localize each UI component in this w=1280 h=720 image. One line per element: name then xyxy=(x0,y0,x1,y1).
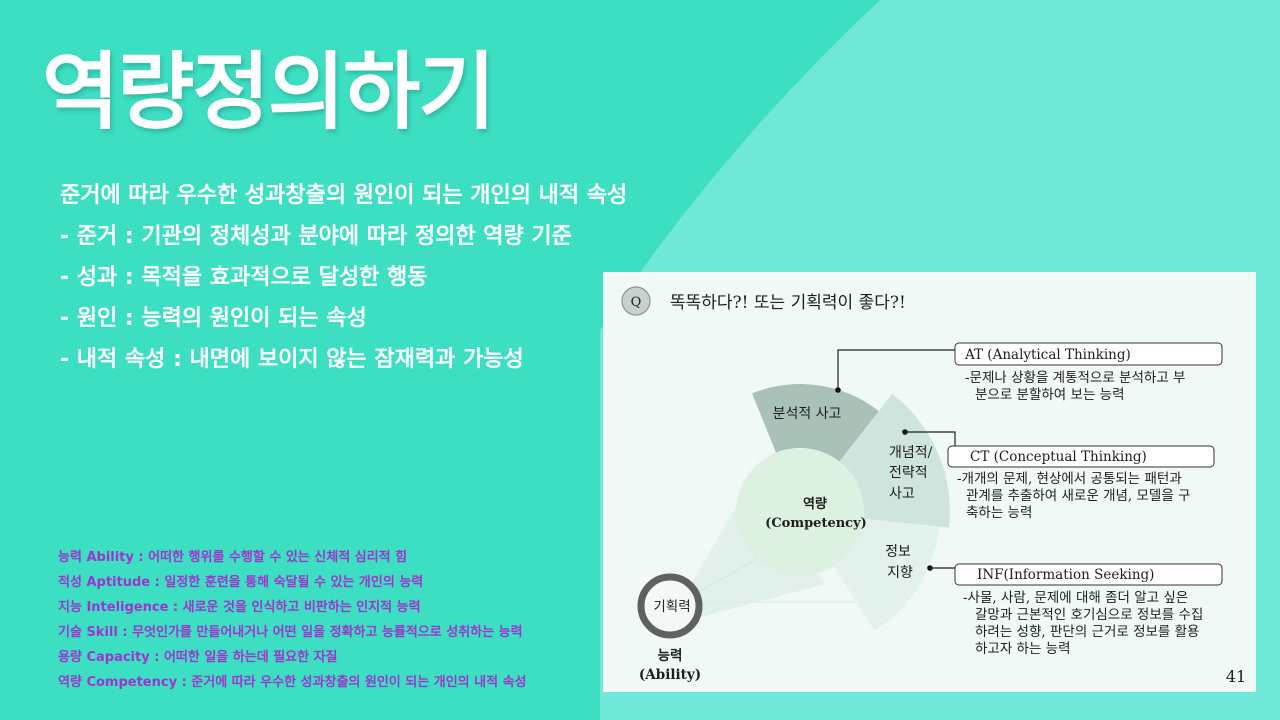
connector-analytical xyxy=(835,349,955,393)
callout-title: INF(Information Seeking) xyxy=(977,567,1154,583)
bullet-criterion: - 준거 : 기관의 정체성과 분야에 따라 정의한 역량 기준 xyxy=(60,224,572,249)
callout-description-line: 하려는 성향, 판단의 근거로 정보를 활용 xyxy=(975,624,1199,640)
question-header: Q 똑똑하다?! 또는 기획력이 좋다?! xyxy=(621,286,906,316)
glossary-item-capacity: 용량 Capacity : 어떠한 일을 하는데 필요한 자질 xyxy=(58,650,338,665)
glossary-item-aptitude: 적성 Aptitude : 일정한 훈련을 통해 숙달될 수 있는 개인의 능력 xyxy=(58,575,424,590)
segment-conceptual-label-line: 사고 xyxy=(889,486,915,502)
callout-analytical-thinking: AT (Analytical Thinking) -문제나 상황을 계통적으로 … xyxy=(954,342,1223,403)
segment-conceptual-label-line: 개념적/ xyxy=(889,445,933,461)
callout-description-line: 관계를 추출하여 새로운 개념, 모델을 구 xyxy=(966,488,1190,504)
glossary-item-intelligence: 지능 Inteligence : 새로운 것을 인식하고 비판하는 인지적 능력 xyxy=(58,600,421,615)
callout-title: CT (Conceptual Thinking) xyxy=(970,449,1147,465)
segment-analytical-thinking xyxy=(752,384,879,462)
ring-caption-english: (Ability) xyxy=(639,667,701,683)
glossary-item-skill: 기술 Skill : 무엇인가를 만들어내거나 어떤 일을 정확하고 능률적으로… xyxy=(58,625,523,640)
competency-core-circle xyxy=(736,448,864,576)
competency-figure-panel: Q 똑똑하다?! 또는 기획력이 좋다?! 역량 (Competency) 분석… xyxy=(603,272,1256,692)
segment-information-label-line: 지향 xyxy=(887,565,913,581)
definition-block: 준거에 따라 우수한 성과창출의 원인이 되는 개인의 내적 속성 - 준거 :… xyxy=(60,175,627,380)
slide-title: 역량정의하기 xyxy=(42,43,496,141)
callout-description-line: 축하는 능력 xyxy=(966,505,1032,521)
definition-text: 준거에 따라 우수한 성과창출의 원인이 되는 개인의 내적 속성 xyxy=(60,183,628,208)
segment-information-label-line: 정보 xyxy=(885,544,911,560)
bullet-internal-attribute: - 내적 속성 : 내면에 보이지 않는 잠재력과 가능성 xyxy=(60,347,524,372)
segment-conceptual-label-line: 전략적 xyxy=(889,465,928,481)
ring-shape xyxy=(637,573,703,639)
connector-information xyxy=(927,565,955,571)
connector-conceptual xyxy=(902,429,956,446)
segment-conceptual-thinking xyxy=(839,393,950,528)
core-sublabel: (Competency) xyxy=(765,516,867,531)
page-number: 41 xyxy=(1226,667,1246,686)
segment-information-seeking xyxy=(833,518,940,631)
callout-title: AT (Analytical Thinking) xyxy=(964,347,1131,363)
segment-analytical-label: 분석적 사고 xyxy=(773,406,842,422)
glossary-item-competency: 역량 Competency : 준거에 따라 우수한 성과창출의 원인이 되는 … xyxy=(58,675,527,690)
callout-description-line: 분으로 분할하여 보는 능력 xyxy=(975,387,1125,403)
bullet-performance: - 성과 : 목적을 효과적으로 달성한 행동 xyxy=(60,265,428,290)
connector-line xyxy=(837,349,955,390)
q-badge xyxy=(621,286,651,316)
ring-label: 기획력 xyxy=(653,599,690,615)
competency-diagram: Q 똑똑하다?! 또는 기획력이 좋다?! 역량 (Competency) 분석… xyxy=(621,286,1246,686)
planning-ring: 기획력 능력 (Ability) xyxy=(637,573,703,683)
callout-information-seeking: INF(Information Seeking) -사물, 사람, 문제에 대해… xyxy=(954,563,1223,657)
callout-box xyxy=(954,563,1223,586)
core-label: 역량 xyxy=(803,496,827,512)
callout-description-line: 갈망과 근본적인 호기심으로 정보를 수집 xyxy=(975,607,1203,623)
question-text: 똑똑하다?! 또는 기획력이 좋다?! xyxy=(670,293,906,313)
callout-description-line: -사물, 사람, 문제에 대해 좀더 알고 싶은 xyxy=(963,590,1188,606)
callout-description-line: 하고자 하는 능력 xyxy=(975,641,1071,657)
callout-description-line: -개개의 문제, 현상에서 공통되는 패턴과 xyxy=(957,471,1182,487)
connector-line xyxy=(905,431,956,446)
callout-description-line: -문제나 상황을 계통적으로 분석하고 부 xyxy=(965,370,1185,386)
bullet-cause: - 원인 : 능력의 원인이 되는 속성 xyxy=(60,306,367,331)
callout-box xyxy=(947,445,1215,468)
callout-box xyxy=(954,342,1223,366)
q-badge-label: Q xyxy=(631,295,642,310)
glossary-list: 능력 Ability : 어떠한 행위를 수행할 수 있는 신체적 심리적 힘 … xyxy=(58,545,527,695)
callout-conceptual-thinking: CT (Conceptual Thinking) -개개의 문제, 현상에서 공… xyxy=(947,445,1215,521)
glossary-item-ability: 능력 Ability : 어떠한 행위를 수행할 수 있는 신체적 심리적 힘 xyxy=(58,550,408,565)
ring-caption: 능력 xyxy=(658,648,683,664)
